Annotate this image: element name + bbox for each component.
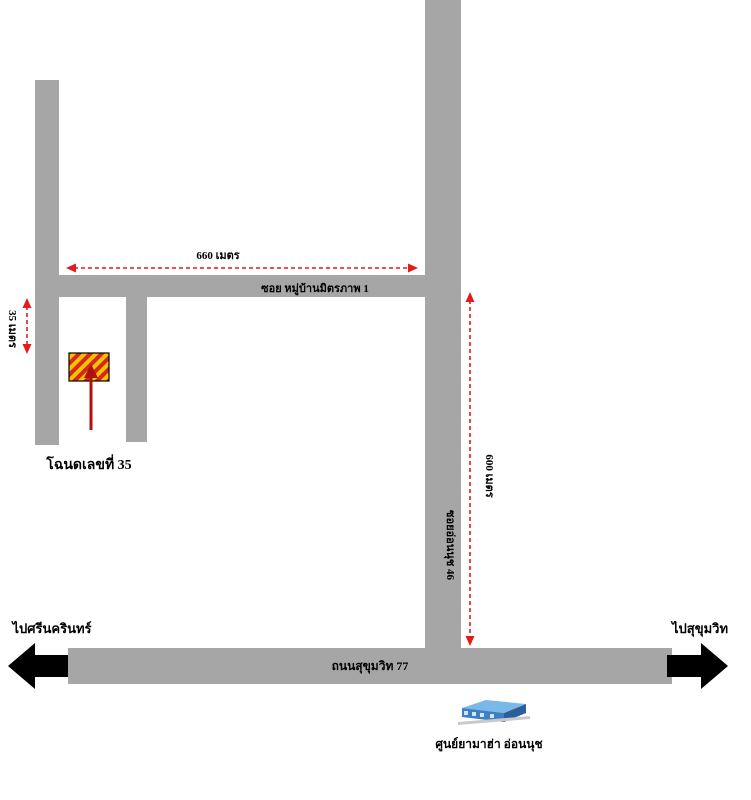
up-arrow-icon [84, 364, 98, 430]
road-left-branch [35, 80, 59, 445]
dist-35-label: 35 เมตร [6, 310, 18, 348]
to-sukhumvit-label: ไปสุขุมวิท [670, 620, 728, 637]
dimension-35 [22, 298, 32, 354]
road-vertical-onnut-46 [425, 0, 461, 650]
dimension-660 [66, 263, 418, 273]
to-srinakarin-label: ไปศรีนครินทร์ [10, 620, 91, 636]
dist-600-label: 600 เมตร [483, 454, 495, 497]
building-icon [458, 700, 530, 725]
deed-label: โฉนดเลขที่ 35 [45, 454, 131, 473]
dimension-600 [465, 292, 475, 646]
soi-onnut-46-label: ซอยอ่อนนุช 46 [443, 510, 456, 580]
sukhumvit-77-label: ถนนสุขุมวิท 77 [332, 659, 409, 674]
soi-mittraphap-label: ซอย หมู่บ้านมิตรภาพ 1 [261, 282, 369, 296]
right-arrow-icon [667, 643, 728, 689]
road-sukhumvit-77 [68, 648, 672, 684]
road-middle-branch [126, 297, 147, 442]
left-arrow-icon [8, 643, 68, 689]
dist-660-label: 660 เมตร [196, 250, 239, 262]
yamaha-center-label: ศูนย์ยามาฮ่า อ่อนนุช [435, 737, 542, 752]
road-soi-mittraphap-1 [35, 275, 461, 297]
